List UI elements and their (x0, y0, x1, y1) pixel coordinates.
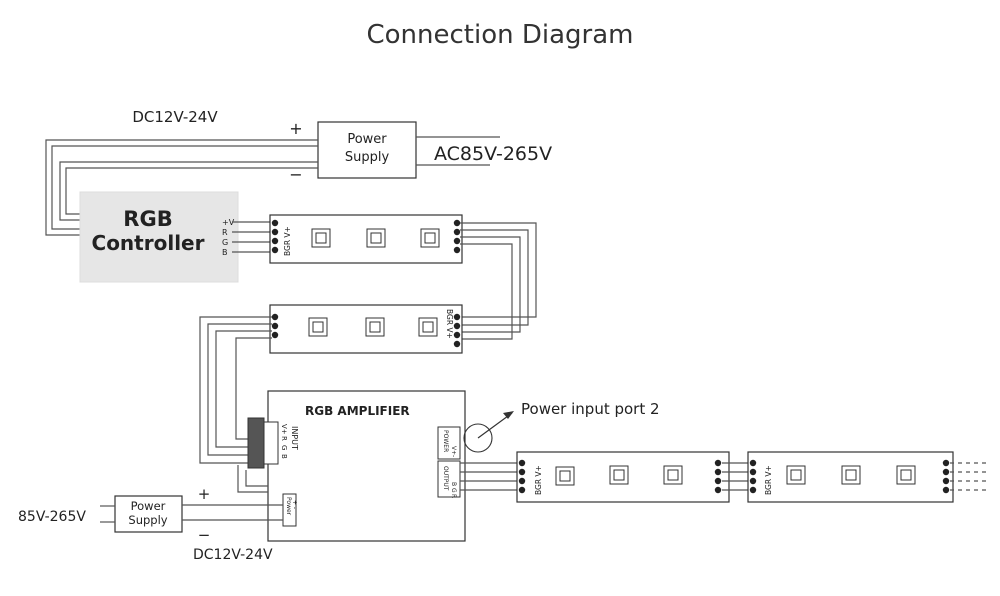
controller-pin-v: +V (222, 218, 235, 227)
amp-bottom-power-pins: + - (291, 500, 298, 509)
amp-output-label: OUTPUT (442, 466, 449, 491)
top-dc-label: DC12V-24V (132, 108, 218, 126)
strip1-pin-label: BGR V+ (283, 226, 292, 256)
top-supply-label-2: Supply (345, 150, 390, 165)
amp-input-pin-g: G (280, 445, 288, 450)
bottom-ac-label: 85V-265V (18, 509, 86, 525)
strip2-pin-label: BGR V+ (445, 309, 454, 339)
led-strip-3: BGR V+ (516, 451, 730, 503)
amp-input-pin-r: R (280, 436, 288, 441)
rgb-amplifier: RGB AMPLIFIER INPUT V+ R G B POWER V+ - … (247, 390, 466, 542)
amp-output-pin-g: G (450, 488, 457, 493)
amp-power-label: POWER (442, 430, 449, 452)
port-callout-circle (463, 423, 493, 453)
bottom-supply-label-1: Power (131, 499, 166, 513)
led-strip-2: BGR V+ (269, 304, 463, 354)
amp-power-pin-v: V+ (450, 446, 457, 455)
amp-power-pin-minus: - (450, 455, 457, 457)
controller-pin-r: R (222, 228, 228, 237)
bottom-dc-label: DC12V-24V (193, 547, 273, 563)
port-callout-label: Power input port 2 (521, 400, 660, 418)
amp-output-pin-r: R (450, 494, 457, 498)
amplifier-title: RGB AMPLIFIER (305, 404, 410, 418)
bottom-minus-sign: − (198, 526, 211, 544)
controller-label-1: RGB (123, 207, 172, 231)
amp-input-label: INPUT (290, 426, 299, 450)
bottom-power-supply: Power Supply (114, 495, 183, 533)
led-strip-1: BGR V+ (269, 214, 463, 264)
bottom-supply-label-2: Supply (128, 513, 167, 527)
amp-output-pin-b: B (450, 482, 457, 486)
page-title: Connection Diagram (366, 20, 634, 50)
amp-input-pin-v: V+ (280, 424, 288, 435)
led-strip-4: BGR V+ (747, 451, 954, 503)
controller-label-2: Controller (92, 231, 205, 255)
strip4-pin-label: BGR V+ (764, 465, 773, 495)
amp-input-pin-b: B (280, 454, 288, 459)
top-power-supply: Power Supply (317, 121, 417, 179)
top-plus-sign: + (289, 119, 302, 138)
rgb-controller: RGB Controller +V R G B (79, 191, 239, 283)
amp-bottom-power-label: Power (285, 497, 292, 516)
controller-pin-b: B (222, 248, 228, 257)
bottom-plus-sign: + (198, 485, 211, 503)
top-ac-label: AC85V-265V (434, 143, 552, 165)
top-supply-label-1: Power (347, 132, 387, 147)
strip3-pin-label: BGR V+ (534, 465, 543, 495)
controller-pin-g: G (222, 238, 228, 247)
top-minus-sign: − (289, 165, 302, 184)
